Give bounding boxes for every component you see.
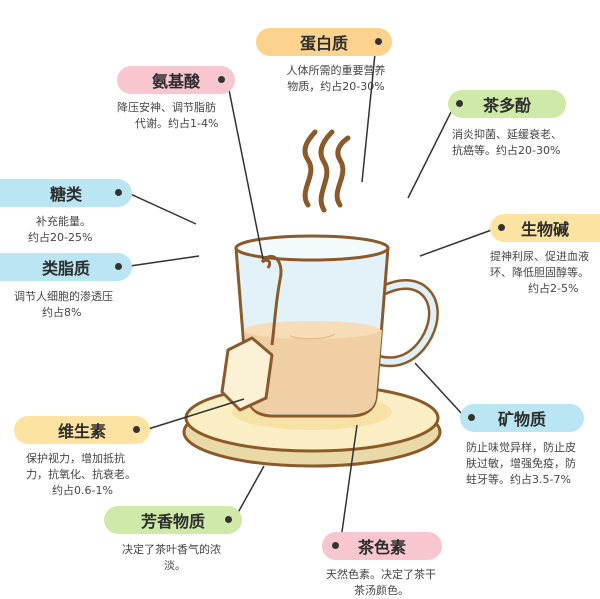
tea-liquid: [244, 324, 382, 414]
pill-amino-acid-title: 氨基酸: [151, 72, 200, 91]
pill-vitamin: 维生素: [14, 416, 150, 444]
desc-tea-polyphenol: 消炎抑菌、延缓衰老、 抗癌等。约占20-30%: [452, 127, 597, 159]
pill-lipid: 类脂质: [0, 253, 132, 281]
dot: [218, 76, 225, 83]
desc-aroma: 决定了茶叶香气的浓 淡。: [122, 542, 242, 574]
desc-line: 代谢。约占1-4%: [135, 117, 219, 130]
desc-line: 提神利尿、促进血液: [490, 250, 589, 263]
desc-line: 蛀牙等。约占3.5-7%: [466, 473, 571, 486]
desc-line: 决定了茶叶香气的浓: [122, 543, 221, 556]
steam-3: [334, 135, 351, 208]
teabag: [220, 336, 274, 412]
desc-lipid: 调节人细胞的渗透压 约占8%: [14, 289, 154, 321]
pill-protein-title: 蛋白质: [299, 34, 348, 53]
steam-1: [302, 129, 318, 208]
dot: [498, 224, 505, 231]
desc-pigment: 天然色素。决定了茶干 茶汤颜色。: [326, 567, 456, 599]
cup-rim: [234, 234, 390, 262]
desc-alkaloid: 提神利尿、促进血液 环、降低胆固醇等。 约占2-5%: [490, 249, 600, 297]
pill-vitamin-title: 维生素: [57, 422, 106, 441]
dot: [115, 263, 122, 270]
pill-tea-polyphenol-title: 茶多酚: [482, 96, 531, 115]
pill-alkaloid: 生物碱: [490, 214, 600, 242]
desc-line: 保护视力，增加抵抗: [26, 452, 125, 465]
desc-line: 茶汤颜色。: [354, 584, 409, 597]
dot: [456, 100, 463, 107]
dot: [133, 426, 140, 433]
pill-alkaloid-title: 生物碱: [520, 220, 569, 239]
desc-line: 力，抗氧化、抗衰老。: [26, 468, 136, 481]
desc-line: 防止味觉异样，防止皮: [466, 441, 576, 454]
desc-line: 降压安神、调节脂肪: [117, 101, 216, 114]
desc-line: 约占2-5%: [528, 282, 579, 295]
desc-line: 补充能量。: [36, 215, 91, 228]
desc-line: 消炎抑菌、延缓衰老、: [452, 128, 562, 141]
dot: [375, 38, 382, 45]
desc-mineral: 防止味觉异样，防止皮 肤过敏，增强免疫，防 蛀牙等。约占3.5-7%: [466, 440, 598, 488]
desc-line: 调节人细胞的渗透压: [14, 290, 113, 303]
desc-line: 物质，约占20-30%: [287, 80, 385, 93]
pill-amino-acid: 氨基酸: [117, 66, 235, 94]
pill-tea-polyphenol: 茶多酚: [448, 90, 566, 118]
pill-aroma: 芳香物质: [104, 506, 242, 534]
pill-pigment-title: 茶色素: [357, 538, 406, 557]
pill-pigment: 茶色素: [322, 532, 442, 560]
pill-sugar: 糖类: [0, 179, 132, 207]
dot: [332, 542, 339, 549]
desc-line: 约占20-25%: [28, 231, 93, 244]
desc-vitamin: 保护视力，增加抵抗 力，抗氧化、抗衰老。 约占0.6-1%: [26, 451, 166, 499]
desc-line: 天然色素。决定了茶干: [326, 568, 436, 581]
desc-line: 肤过敏，增强免疫，防: [466, 457, 576, 470]
pill-aroma-title: 芳香物质: [140, 512, 205, 531]
desc-line: 环、降低胆固醇等。: [490, 266, 589, 279]
dot: [225, 516, 232, 523]
desc-sugar: 补充能量。 约占20-25%: [28, 214, 138, 246]
pill-lipid-title: 类脂质: [41, 259, 90, 278]
teabag-string: [260, 255, 283, 346]
desc-line: 人体所需的重要营养: [286, 64, 386, 77]
desc-line: 抗癌等。约占20-30%: [452, 144, 561, 157]
desc-amino-acid: 降压安神、调节脂肪 代谢。约占1-4%: [117, 100, 253, 132]
desc-line: 约占0.6-1%: [52, 484, 113, 497]
pill-protein: 蛋白质: [256, 28, 392, 56]
steam-2: [318, 129, 335, 213]
dot: [468, 414, 475, 421]
pill-mineral-title: 矿物质: [497, 410, 546, 429]
dot: [115, 189, 122, 196]
pill-mineral: 矿物质: [460, 404, 584, 432]
desc-protein: 人体所需的重要营养 物质，约占20-30%: [266, 63, 406, 95]
desc-line: 淡。: [164, 559, 186, 572]
desc-line: 约占8%: [42, 306, 82, 319]
connector-lines: [125, 43, 498, 547]
pill-sugar-title: 糖类: [49, 185, 82, 204]
